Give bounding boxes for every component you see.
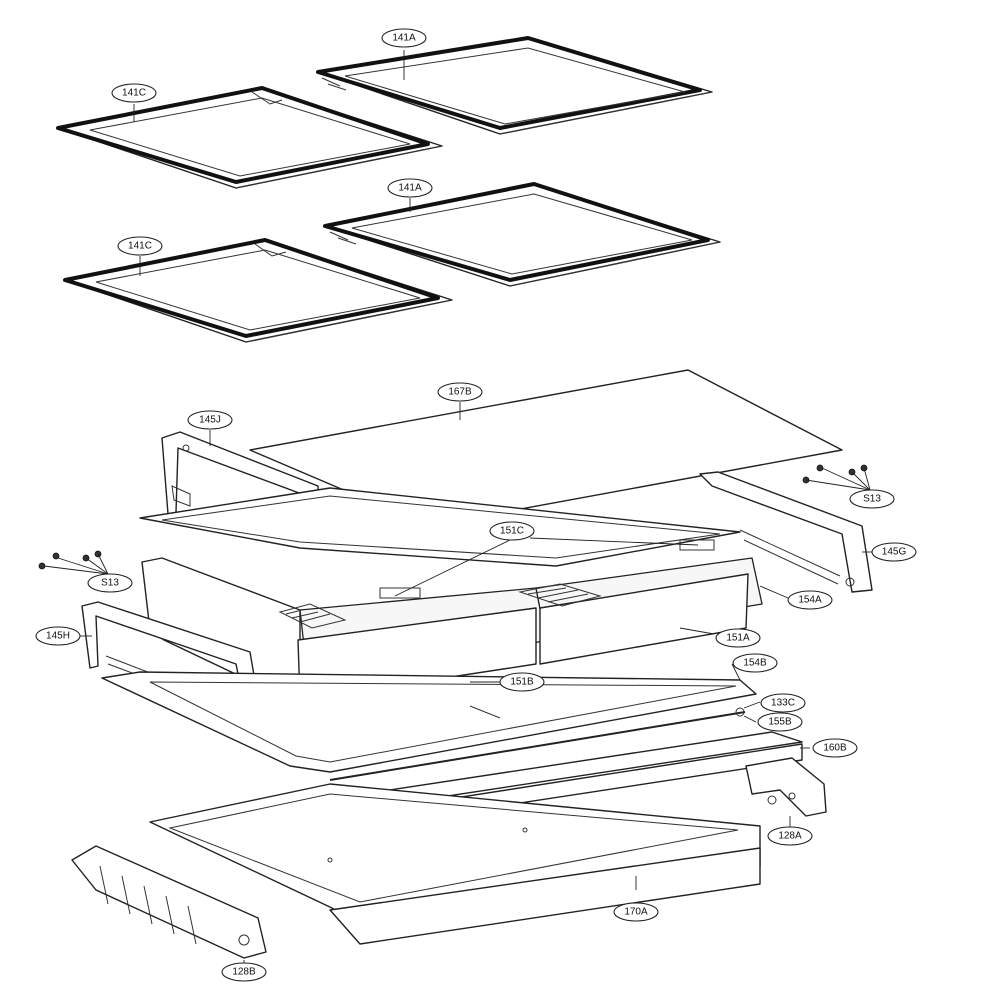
callout-ellipse [499,672,545,692]
callout-label: 128A [778,831,802,842]
shelf-141a-bottom [323,182,721,287]
shelf-141a-top [316,36,713,135]
callout-ellipse [221,962,267,982]
callout-label: 154B [743,658,767,669]
callout-154a: 154A [787,590,833,610]
callout-ellipse [871,542,917,562]
callout-label: 145G [882,547,907,558]
callout-label: S13 [863,494,881,505]
callout-154b: 154B [732,653,778,673]
shelf-141c-bottom [63,238,453,343]
callout-141a-bottom: 141A [387,178,433,198]
callout-141c-bottom: 141C [117,236,163,256]
callout-141a-top: 141A [381,28,427,48]
callout-label: 155B [768,717,792,728]
crisper-drawer-151a [518,539,763,665]
bracket-128a [745,757,827,817]
leader-lines [43,50,878,966]
callout-label: 141A [398,183,422,194]
callout-155b: 155B [757,712,803,732]
callout-ellipse [387,178,433,198]
side-rail-145g [699,471,873,593]
callout-label: 133C [771,698,795,709]
callout-ellipse [87,573,133,593]
callout-label: 141C [128,241,152,252]
callout-ellipse [757,712,803,732]
callout-151a: 151A [715,628,761,648]
callout-ellipse [489,521,535,541]
callout-ellipse [812,738,858,758]
callout-145j: 145J [187,410,233,430]
callout-ellipse [760,693,806,713]
callout-s13-right: S13 [849,489,895,509]
callout-167b: 167B [437,382,483,402]
bracket-128b [71,845,267,959]
callout-128b: 128B [221,962,267,982]
callout-label: 141A [392,33,416,44]
callout-label: 151A [726,633,750,644]
callout-ellipse [613,902,659,922]
callout-label: 145H [46,631,70,642]
callout-170a: 170A [613,902,659,922]
callout-ellipse [187,410,233,430]
callout-label: 128B [232,967,256,978]
callout-151c: 151C [489,521,535,541]
crisper-drawer-151b [141,557,547,701]
callout-ellipse [767,826,813,846]
shelf-141c-top [56,86,443,189]
callout-ellipse [787,590,833,610]
callout-ellipse [381,28,427,48]
callout-133c: 133C [760,693,806,713]
callout-label: 154A [798,595,822,606]
callout-145h: 145H [35,626,81,646]
callout-label: 170A [624,907,648,918]
callout-151b: 151B [499,672,545,692]
callout-label: 160B [823,743,847,754]
callout-ellipse [111,83,157,103]
callout-160b: 160B [812,738,858,758]
callout-label: 167B [448,387,472,398]
callout-ellipse [849,489,895,509]
callout-tags: 141A 141C 141A 141C 167B 145J S13 151C 145G S13 15… [35,28,917,982]
callout-s13-left: S13 [87,573,133,593]
callout-145g: 145G [871,542,917,562]
callout-label: 151B [510,677,534,688]
callout-ellipse [35,626,81,646]
callout-ellipse [437,382,483,402]
callout-label: S13 [101,578,119,589]
main-tray-170a [149,783,761,945]
callout-label: 141C [122,88,146,99]
callout-ellipse [117,236,163,256]
drawer-frame-154a [139,487,741,567]
callout-ellipse [715,628,761,648]
callout-label: 145J [199,415,221,426]
callout-label: 151C [500,526,524,537]
seal-133c-155b [329,707,746,781]
callout-128a: 128A [767,826,813,846]
callout-ellipse [732,653,778,673]
callout-141c-top: 141C [111,83,157,103]
